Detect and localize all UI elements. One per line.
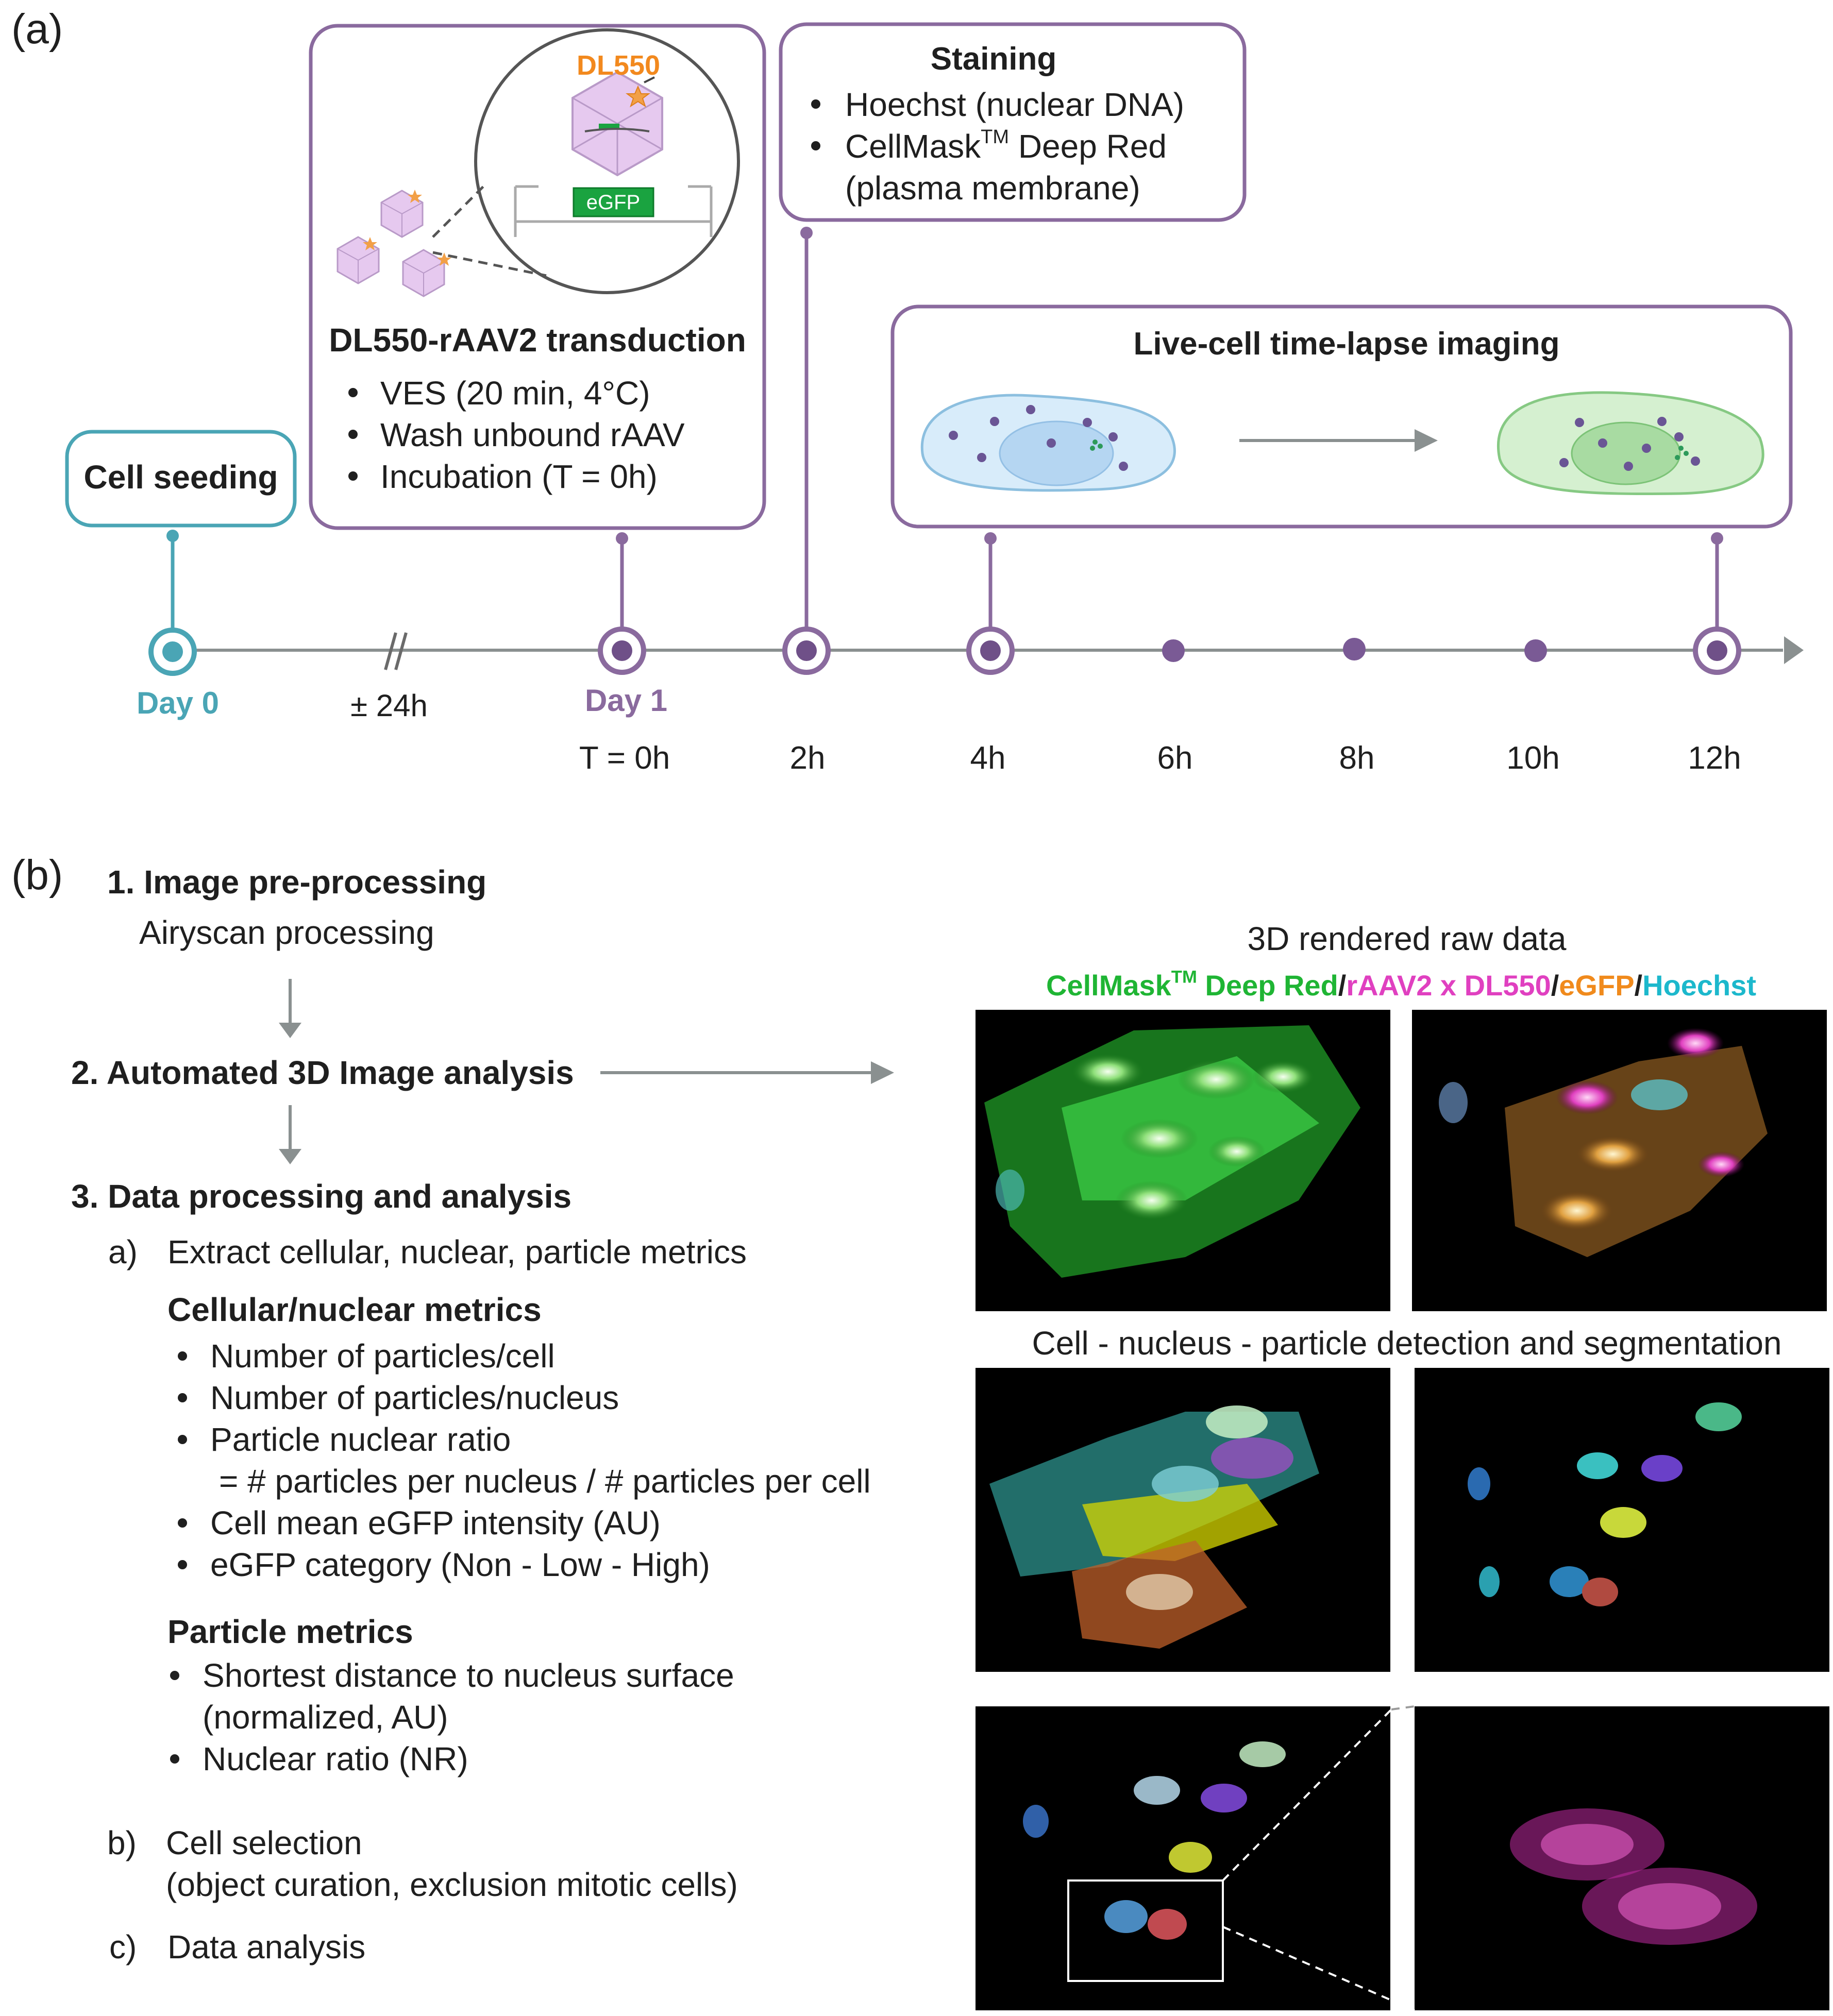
time-label: 4h [970, 740, 1006, 776]
t8-node [1343, 638, 1366, 660]
day0-label: Day 0 [137, 686, 219, 720]
staining-item-hoechst: Hoechst (nuclear DNA) [845, 86, 1184, 123]
time-label: 8h [1339, 740, 1375, 776]
cell-seeding-label: Cell seeding [84, 459, 278, 496]
transduction-item-incubation: Incubation (T = 0h) [380, 458, 658, 495]
cellular-metric-item: eGFP category (Non - Low - High) [210, 1546, 710, 1583]
capsid-small-icon [337, 236, 380, 284]
time-label: T = 0h [579, 740, 670, 776]
panel-a-label: (a) [11, 6, 63, 53]
timeline-arrowhead [1784, 636, 1804, 664]
cellular-metrics-title: Cellular/nuclear metrics [167, 1291, 542, 1328]
zoom-line-2 [432, 251, 547, 277]
cellular-metric-item: Cell mean eGFP intensity (AU) [210, 1504, 661, 1541]
micrograph-raw-cellmask [976, 1010, 1390, 1311]
transduction-item-wash: Wash unbound rAAV [380, 416, 685, 453]
cell-blue-icon [920, 394, 1176, 492]
capsid-small-icon [402, 249, 451, 297]
particle-metrics-title: Particle metrics [167, 1613, 413, 1650]
imaging-title: Live-cell time-lapse imaging [1134, 326, 1560, 362]
cellular-metric-item: Number of particles/nucleus [210, 1379, 619, 1416]
particle-metric-item: Nuclear ratio (NR) [203, 1740, 468, 1777]
t10-node [1524, 639, 1547, 662]
substep-b-text: Cell selection [166, 1824, 362, 1861]
cell-green-icon [1497, 391, 1764, 496]
particle-metric-item-cont: (normalized, AU) [203, 1699, 448, 1736]
raw-data-caption: 3D rendered raw data [1247, 920, 1567, 957]
cell-seeding-pin [166, 530, 179, 542]
cellular-metric-item: Number of particles/cell [210, 1337, 555, 1375]
staining-item-cellmask: CellMaskTM Deep Red [845, 126, 1167, 165]
legend-deep-red: Deep Red [1197, 969, 1338, 1002]
substep-b-text-cont: (object curation, exclusion mitotic cell… [166, 1866, 738, 1903]
time-label: 12h [1688, 740, 1741, 776]
zoom-line-bottom [1222, 1926, 1415, 2011]
staining-item-cellmask-line2: (plasma membrane) [845, 170, 1140, 207]
egfp-cassette-label: eGFP [586, 191, 640, 214]
micrograph-particles-overview [976, 1706, 1390, 2010]
substep-c-label: c) [109, 1928, 137, 1966]
egfp-cassette [573, 187, 654, 217]
legend-hoechst: Hoechst [1642, 969, 1757, 1002]
capsid-small-icon [380, 190, 424, 238]
channel-legend: CellMaskTM Deep Red/rAAV2 x DL550/eGFP/H… [1046, 967, 1757, 1002]
time-label: 10h [1506, 740, 1559, 776]
substep-c-text: Data analysis [167, 1928, 366, 1966]
staining-box [779, 22, 1247, 222]
substep-a-text: Extract cellular, nuclear, particle metr… [167, 1233, 747, 1270]
legend-cellmask: CellMask [1046, 969, 1171, 1002]
gap-label: ± 24h [350, 688, 428, 723]
cellular-metric-formula: = # particles per nucleus / # particles … [219, 1463, 871, 1500]
step3-title: 3. Data processing and analysis [71, 1178, 572, 1215]
micrograph-raw-overlay [1412, 1010, 1827, 1311]
micrograph-seg-nuclei [1415, 1368, 1829, 1672]
legend-raav: rAAV2 x DL550 [1346, 969, 1551, 1002]
dye-star-icon [626, 85, 650, 108]
t6-node [1162, 639, 1185, 662]
day1-label: Day 1 [585, 683, 667, 718]
particle-metric-item: Shortest distance to nucleus surface [203, 1657, 734, 1694]
step1-sub: Airyscan processing [139, 914, 434, 951]
dye-label: DL550 [577, 50, 660, 81]
substep-a-label: a) [108, 1233, 138, 1270]
segmentation-caption: Cell - nucleus - particle detection and … [1032, 1325, 1782, 1362]
substep-b-label: b) [107, 1824, 137, 1861]
zoom-line-1 [432, 184, 485, 238]
micrograph-particles-zoom [1415, 1706, 1829, 2010]
cellular-metric-item: Particle nuclear ratio [210, 1421, 511, 1458]
panel-b-label: (b) [11, 852, 63, 899]
step2-title: 2. Automated 3D Image analysis [71, 1054, 574, 1091]
transduction-item-ves: VES (20 min, 4°C) [380, 375, 650, 412]
micrograph-seg-cells [976, 1368, 1390, 1672]
time-label: 6h [1157, 740, 1193, 776]
genome-bracket [514, 187, 713, 223]
timeline-break-icon [384, 632, 408, 670]
step1-title: 1. Image pre-processing [107, 863, 487, 901]
zoom-box [1067, 1879, 1224, 1982]
time-label: 2h [790, 740, 826, 776]
zoom-line-top [1222, 1708, 1392, 1882]
legend-egfp: eGFP [1559, 969, 1635, 1002]
cell-seeding-box [65, 430, 297, 528]
staining-title: Staining [931, 41, 1057, 77]
transduction-title: DL550-rAAV2 transduction [329, 321, 746, 359]
